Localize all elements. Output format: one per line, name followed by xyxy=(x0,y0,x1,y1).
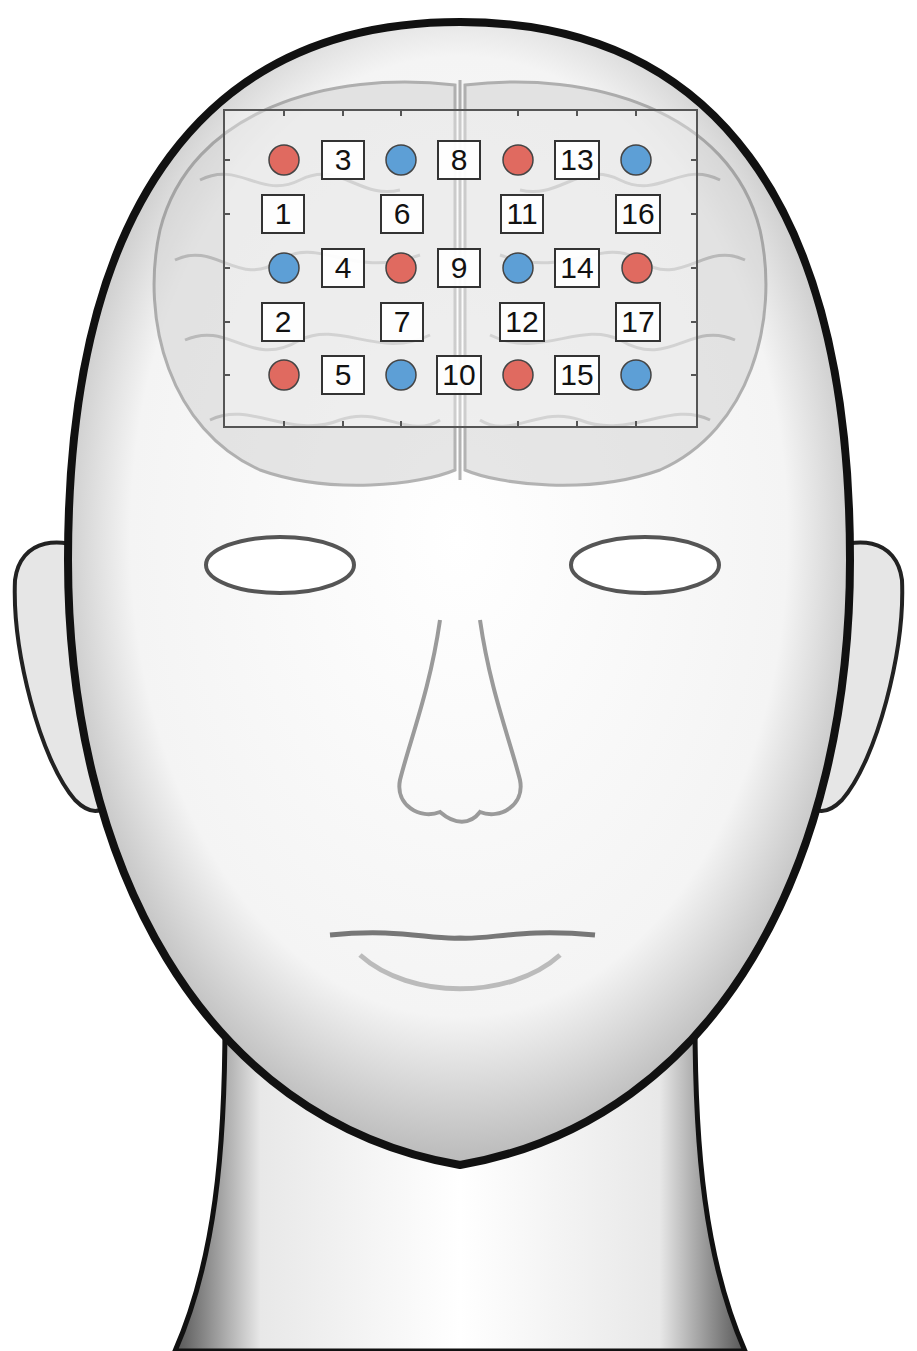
channel-box: 16 xyxy=(615,194,661,234)
channel-box: 7 xyxy=(380,302,424,342)
channel-number: 1 xyxy=(275,199,292,229)
channel-box: 6 xyxy=(380,194,424,234)
channel-box: 13 xyxy=(554,140,600,180)
channel-number: 3 xyxy=(335,145,352,175)
channel-box: 1 xyxy=(261,194,305,234)
channel-box: 10 xyxy=(436,355,482,395)
channel-number: 15 xyxy=(560,360,593,390)
channel-number: 12 xyxy=(505,307,538,337)
channel-box: 17 xyxy=(615,302,661,342)
channel-box: 11 xyxy=(500,194,544,234)
channel-box: 4 xyxy=(321,248,365,288)
channel-number: 8 xyxy=(451,145,468,175)
channel-box: 14 xyxy=(554,248,600,288)
channel-number: 13 xyxy=(560,145,593,175)
channel-box: 12 xyxy=(499,302,545,342)
channel-number: 17 xyxy=(621,307,654,337)
channel-number: 14 xyxy=(560,253,593,283)
channel-number: 7 xyxy=(394,307,411,337)
channel-box: 8 xyxy=(437,140,481,180)
channel-box: 2 xyxy=(261,302,305,342)
channel-number: 16 xyxy=(621,199,654,229)
channel-number: 11 xyxy=(506,199,537,229)
channel-number: 2 xyxy=(275,307,292,337)
channel-box: 5 xyxy=(321,355,365,395)
channel-number: 10 xyxy=(442,360,475,390)
channel-number: 4 xyxy=(335,253,352,283)
channel-number: 9 xyxy=(451,253,468,283)
channel-box: 15 xyxy=(554,355,600,395)
channel-box: 3 xyxy=(321,140,365,180)
channel-number: 5 xyxy=(335,360,352,390)
channel-number: 6 xyxy=(394,199,411,229)
channel-box: 9 xyxy=(437,248,481,288)
